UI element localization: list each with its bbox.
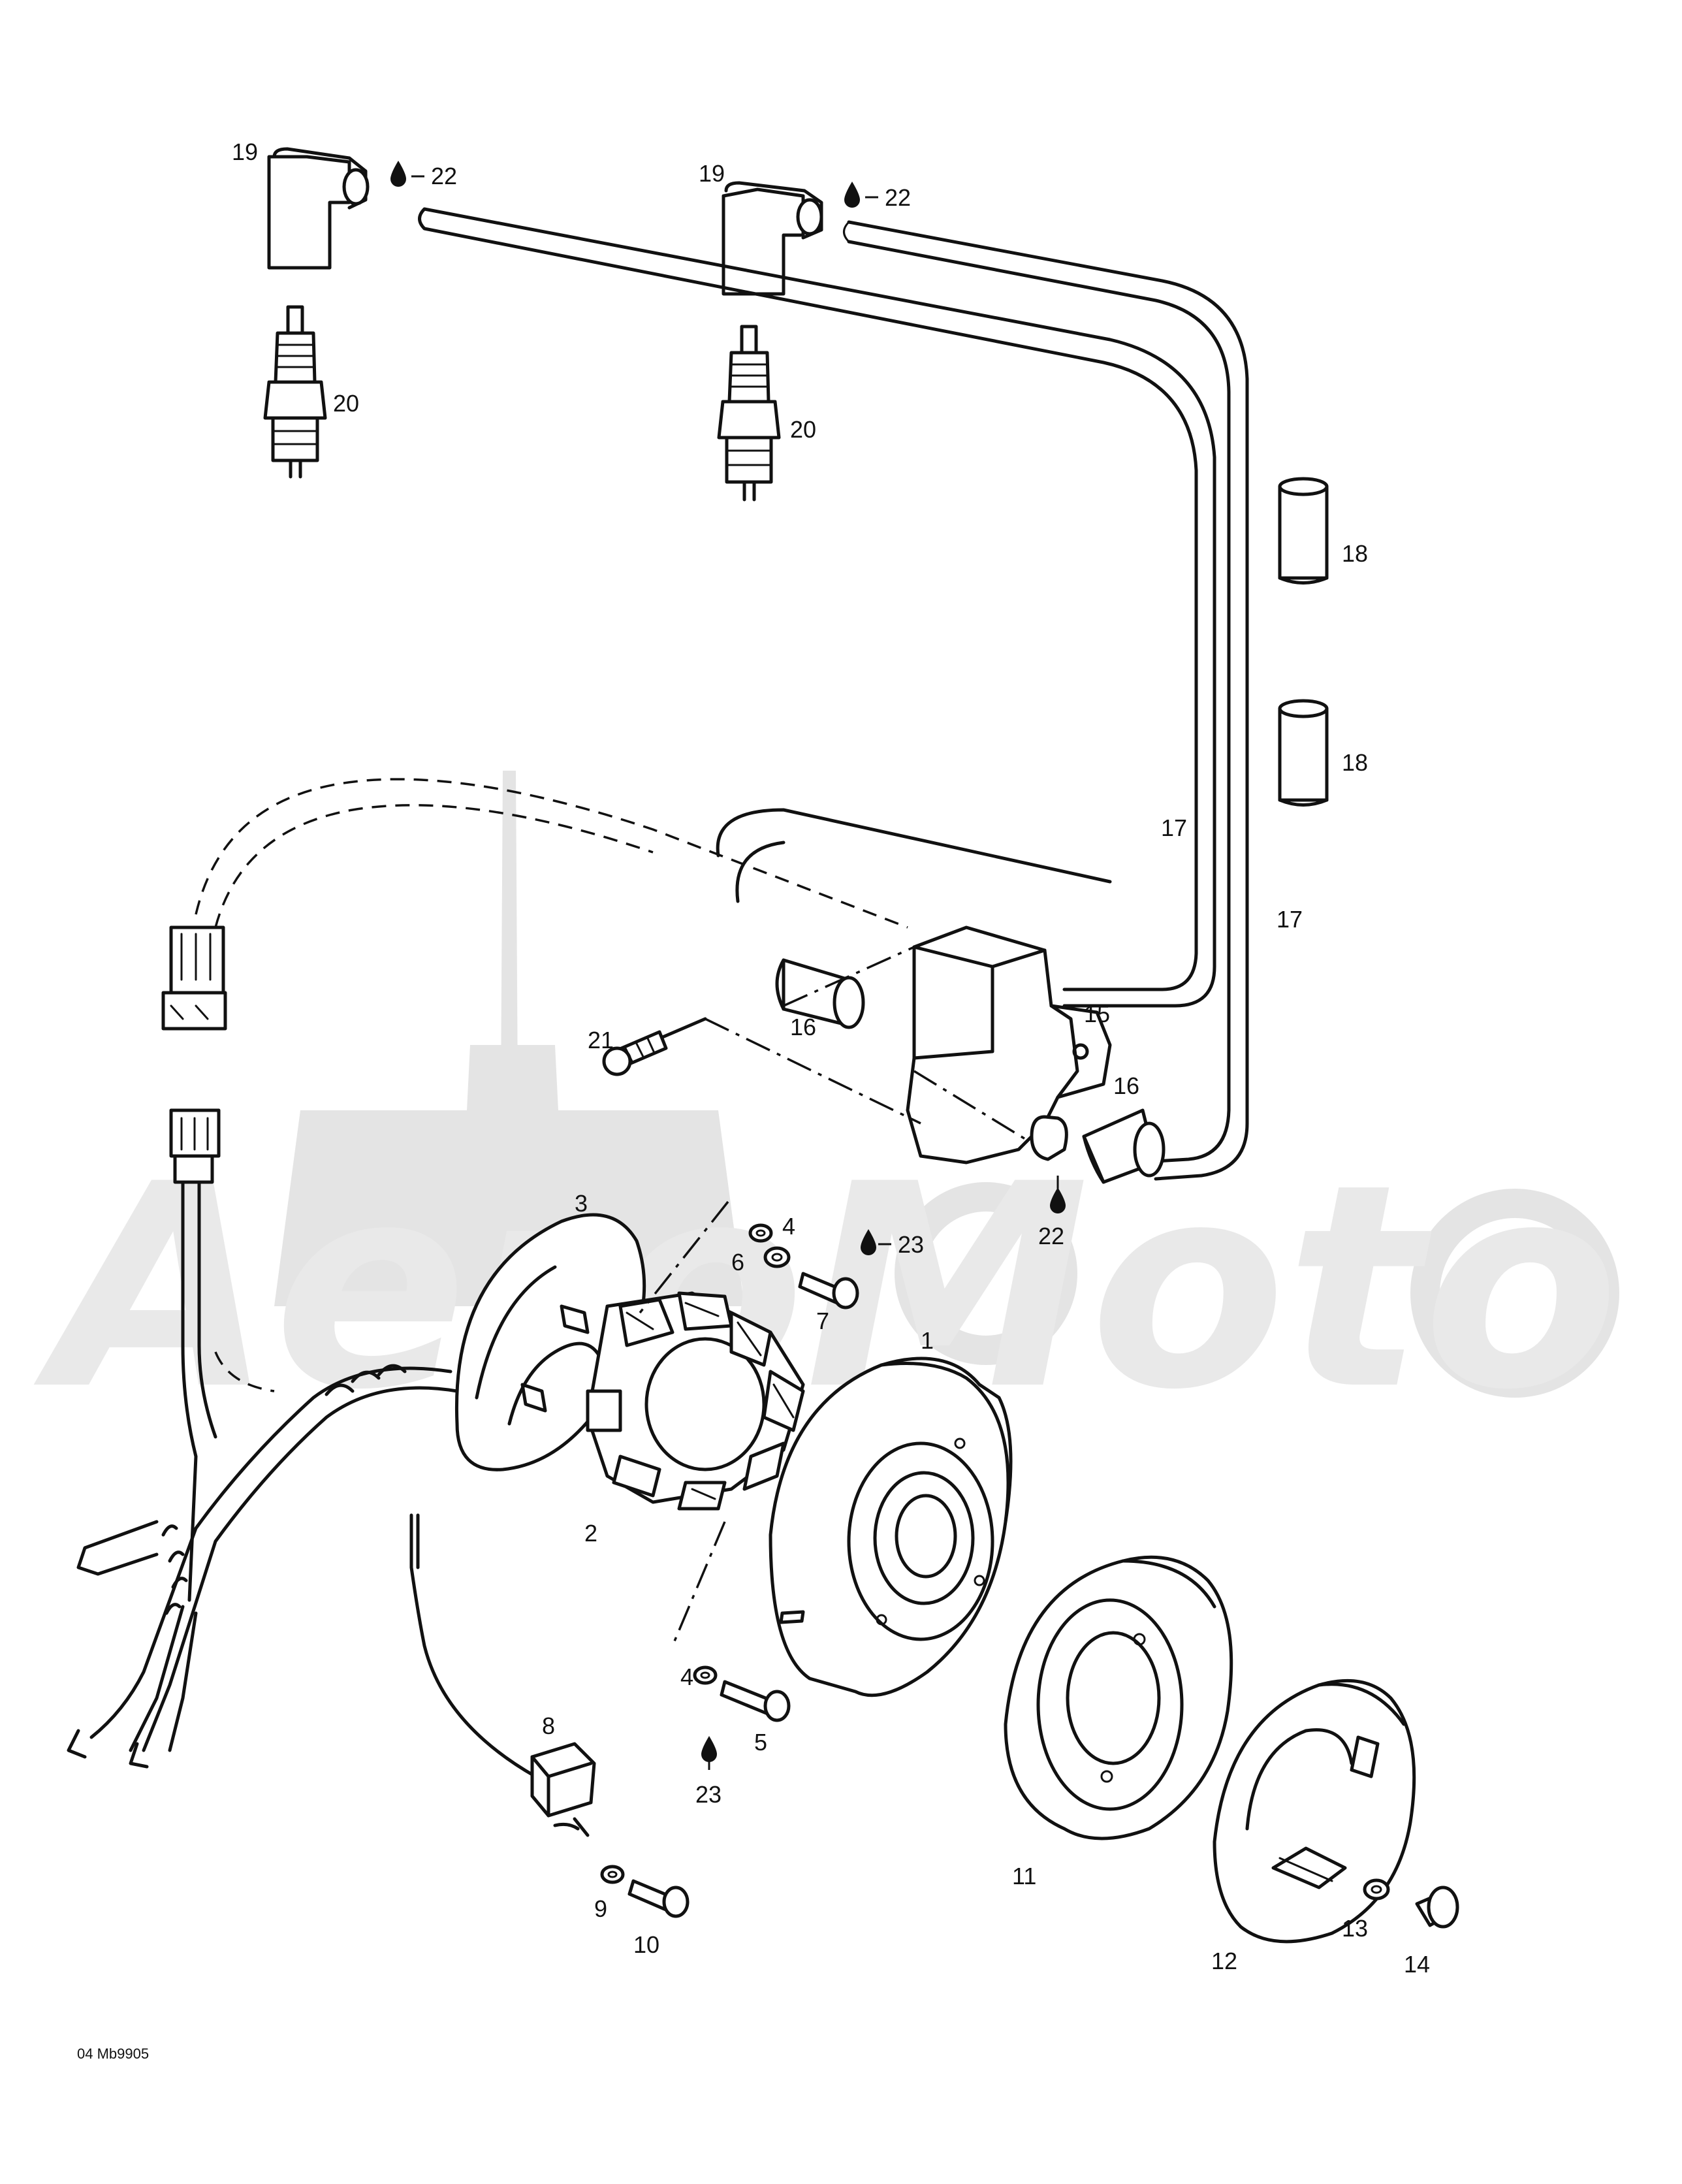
- callout-cap-left: 19: [232, 138, 258, 165]
- callout-wire-inner: 17: [1161, 814, 1187, 841]
- connector-upper: [161, 925, 227, 1031]
- drawing-code: 04 Mb9905: [77, 2046, 149, 2062]
- callout-coil-screw: 21: [588, 1027, 614, 1053]
- grease-drop-cap-right-icon: [844, 182, 860, 208]
- callout-flywheel: 1: [921, 1327, 934, 1354]
- high-tension-wire-outer: [843, 220, 1249, 1181]
- callout-grease-coil: 22: [1038, 1223, 1064, 1249]
- screw-upper: [798, 1272, 859, 1309]
- coil-boot-right: [1082, 1108, 1166, 1184]
- callout-lock-washer: 13: [1342, 1915, 1368, 1942]
- callout-loctite-lower: 23: [695, 1781, 722, 1808]
- callout-washer-upper: 4: [782, 1213, 795, 1240]
- trigger-screw: [627, 1879, 690, 1918]
- screw-lower: [720, 1680, 791, 1722]
- coil-screw: [602, 946, 1032, 1144]
- spark-plug-left: [263, 305, 327, 479]
- callout-screw-upper: 7: [816, 1308, 829, 1334]
- wire-sleeve-lower: [1278, 699, 1329, 807]
- callout-screw-lower: 5: [754, 1729, 767, 1756]
- callout-grease-cap-left: 22: [431, 163, 457, 189]
- ring-gear: [1004, 1555, 1233, 1840]
- washer-small: [748, 1223, 773, 1243]
- spark-plug-right: [717, 325, 781, 502]
- stator-dash-line-upper: [639, 1200, 729, 1314]
- callout-trigger-coil: 8: [542, 1712, 555, 1739]
- callout-sleeve-lower: 18: [1342, 749, 1368, 776]
- cup-screw: [1415, 1886, 1459, 1929]
- stator-dash-line-lower: [671, 1521, 726, 1646]
- coil-boot-left: [775, 958, 865, 1029]
- callout-labels: 1 2 3 4 4 5 6 7 8 9 10 11 12 13 14 15 16…: [232, 138, 1430, 1978]
- washer-upper: [763, 1246, 791, 1268]
- callout-washer-small: 6: [731, 1249, 744, 1276]
- grease-drop-cap-left-icon: [390, 161, 406, 187]
- callout-plug-left: 20: [333, 390, 359, 417]
- callout-stator: 2: [584, 1520, 597, 1547]
- callout-boot-right: 16: [1113, 1072, 1139, 1099]
- callout-sleeve-upper: 18: [1342, 540, 1368, 567]
- connector-lower: [169, 1108, 221, 1184]
- callout-starter-cup: 12: [1211, 1948, 1237, 1974]
- callout-ignition-coil: 15: [1084, 1001, 1110, 1027]
- ignition-coil: [906, 925, 1112, 1164]
- callout-wire-outer: 17: [1277, 906, 1303, 933]
- stator: [586, 1291, 805, 1511]
- callout-washer-lower: 4: [680, 1663, 693, 1690]
- callout-stator-plate: 3: [575, 1190, 588, 1217]
- coil-harness-wire: [195, 778, 1112, 929]
- callout-boot-left: 16: [790, 1014, 816, 1040]
- callout-trigger-washer: 9: [594, 1895, 607, 1922]
- spark-plug-cap-left: [267, 147, 370, 270]
- lock-washer: [1363, 1878, 1390, 1901]
- trigger-washer: [600, 1865, 625, 1884]
- washer-lower: [693, 1665, 718, 1685]
- trigger-coil: [409, 1513, 596, 1837]
- callout-grease-cap-right: 22: [885, 184, 911, 211]
- flywheel: [769, 1357, 1013, 1697]
- loctite-drop-lower-icon: [701, 1736, 717, 1762]
- wire-sleeve-upper: [1278, 477, 1329, 585]
- watermark: AeroMoto: [30, 771, 1619, 1451]
- callout-trigger-screw: 10: [633, 1931, 659, 1958]
- spark-plug-cap-right: [722, 181, 823, 296]
- grease-drop-coil-icon: [1050, 1187, 1066, 1213]
- callout-plug-right: 20: [790, 416, 816, 443]
- stator-harness: [67, 1180, 459, 1769]
- callout-cap-right: 19: [699, 160, 725, 187]
- callout-ring-gear: 11: [1012, 1863, 1036, 1889]
- callout-loctite-upper: 23: [898, 1231, 924, 1258]
- loctite-drop-upper-icon: [861, 1229, 876, 1255]
- callout-cup-screw: 14: [1404, 1951, 1430, 1978]
- starter-cup: [1213, 1678, 1416, 1944]
- high-tension-wire-inner: [418, 207, 1216, 1008]
